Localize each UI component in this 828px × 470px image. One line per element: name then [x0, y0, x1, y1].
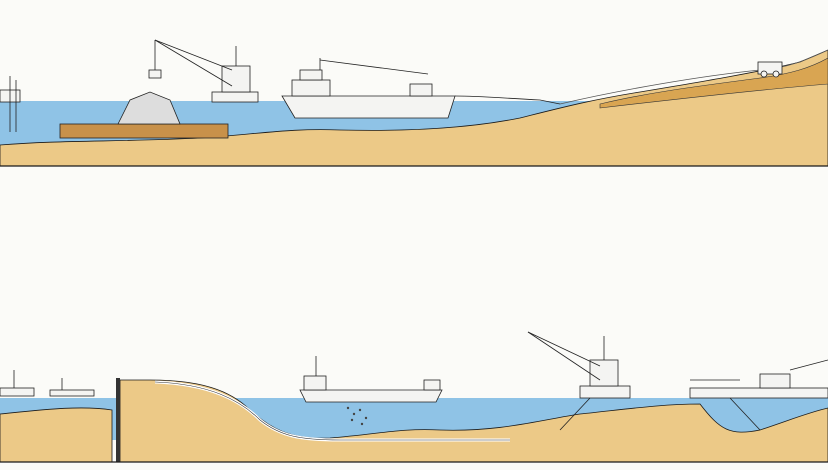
sheet-pile-wall — [116, 378, 120, 462]
cutter-dredger — [689, 359, 828, 431]
platform-rig — [0, 76, 21, 132]
mattress-layer — [59, 123, 229, 139]
shore-line — [559, 49, 828, 105]
bulldozer — [757, 61, 783, 78]
small-vessel — [0, 370, 95, 397]
bottom-panel — [0, 331, 828, 463]
crane-barge — [148, 39, 259, 103]
dumped-material — [346, 406, 368, 426]
bottom-seabed-left — [0, 407, 113, 463]
hopper-barge — [299, 356, 443, 403]
stone-blocks — [117, 91, 181, 125]
reclaimed-fill — [599, 57, 828, 109]
top-seabed — [0, 49, 828, 167]
top-panel — [0, 39, 828, 167]
trailing-dredger — [281, 58, 561, 119]
crane-barge-2 — [527, 331, 631, 431]
